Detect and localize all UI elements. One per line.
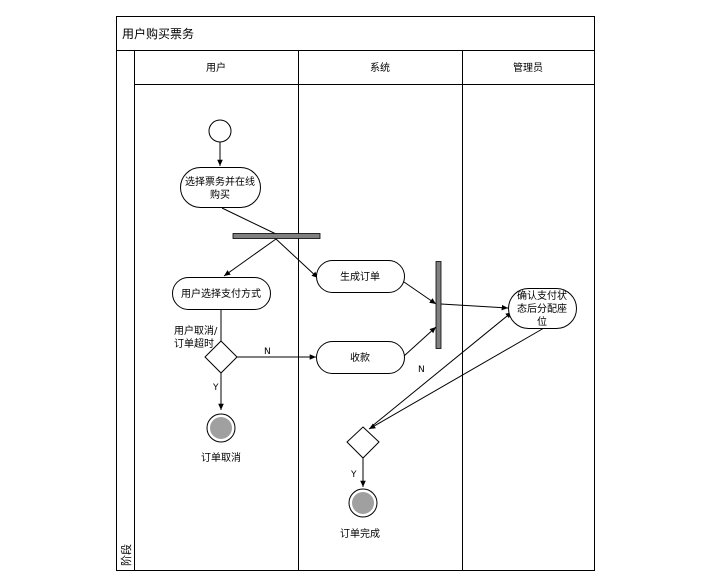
action-pay-method-label: 用户选择支付方式 <box>181 287 261 300</box>
lane-header-system: 系统 <box>370 61 390 74</box>
final-cancel-label: 订单取消 <box>201 451 241 464</box>
fork-bar <box>232 233 321 239</box>
action-generate-order-label: 生成订单 <box>340 270 380 283</box>
action-collect <box>316 341 405 374</box>
guard-n-confirm: N <box>418 365 425 375</box>
guard-n-collect: N <box>264 347 271 357</box>
edge-order-to-join <box>403 281 437 305</box>
final-complete-label: 订单完成 <box>340 527 380 540</box>
action-select-ticket <box>180 167 261 208</box>
final-node-cancel <box>206 413 236 443</box>
swimlane-frame <box>116 16 595 571</box>
guard-cancel-1: 用户取消/ <box>174 324 218 337</box>
diagram-title: 用户购买票务 <box>122 26 194 41</box>
decision-cancel <box>204 340 238 374</box>
guard-y-complete: Y <box>350 470 357 480</box>
action-confirm-line1: 确认支付状 <box>517 289 567 302</box>
action-select-ticket-line2: 购买 <box>210 188 230 201</box>
action-confirm-line2: 态后分配座 <box>517 302 567 315</box>
action-confirm-line3: 位 <box>537 315 547 328</box>
edges <box>217 142 545 487</box>
lane-header-user: 用户 <box>206 61 226 74</box>
final-node-complete <box>348 488 378 518</box>
action-select-ticket-line1: 选择票务并在线 <box>185 175 255 188</box>
edge-collect-to-join <box>403 326 437 357</box>
edge-join-to-confirm <box>440 303 509 311</box>
guard-cancel-2: 订单超时 <box>174 337 214 350</box>
action-generate-order <box>316 260 405 293</box>
stage-label: 阶段 <box>119 544 133 566</box>
action-confirm <box>508 288 577 329</box>
lane-header-admin: 管理员 <box>513 61 543 74</box>
edge-fork-to-paymethod <box>223 238 277 277</box>
action-pay-method <box>172 277 271 310</box>
edge-fork-to-order <box>275 238 319 279</box>
edge-select-to-fork <box>221 207 277 235</box>
guard-y-cancel: Y <box>212 383 219 393</box>
edge-confirm-to-decision2 <box>368 327 545 430</box>
initial-node <box>208 119 232 143</box>
decision-complete <box>346 426 380 459</box>
edge-decision2-to-confirm <box>370 311 513 428</box>
join-bar <box>435 261 442 349</box>
action-collect-label: 收款 <box>350 351 370 364</box>
